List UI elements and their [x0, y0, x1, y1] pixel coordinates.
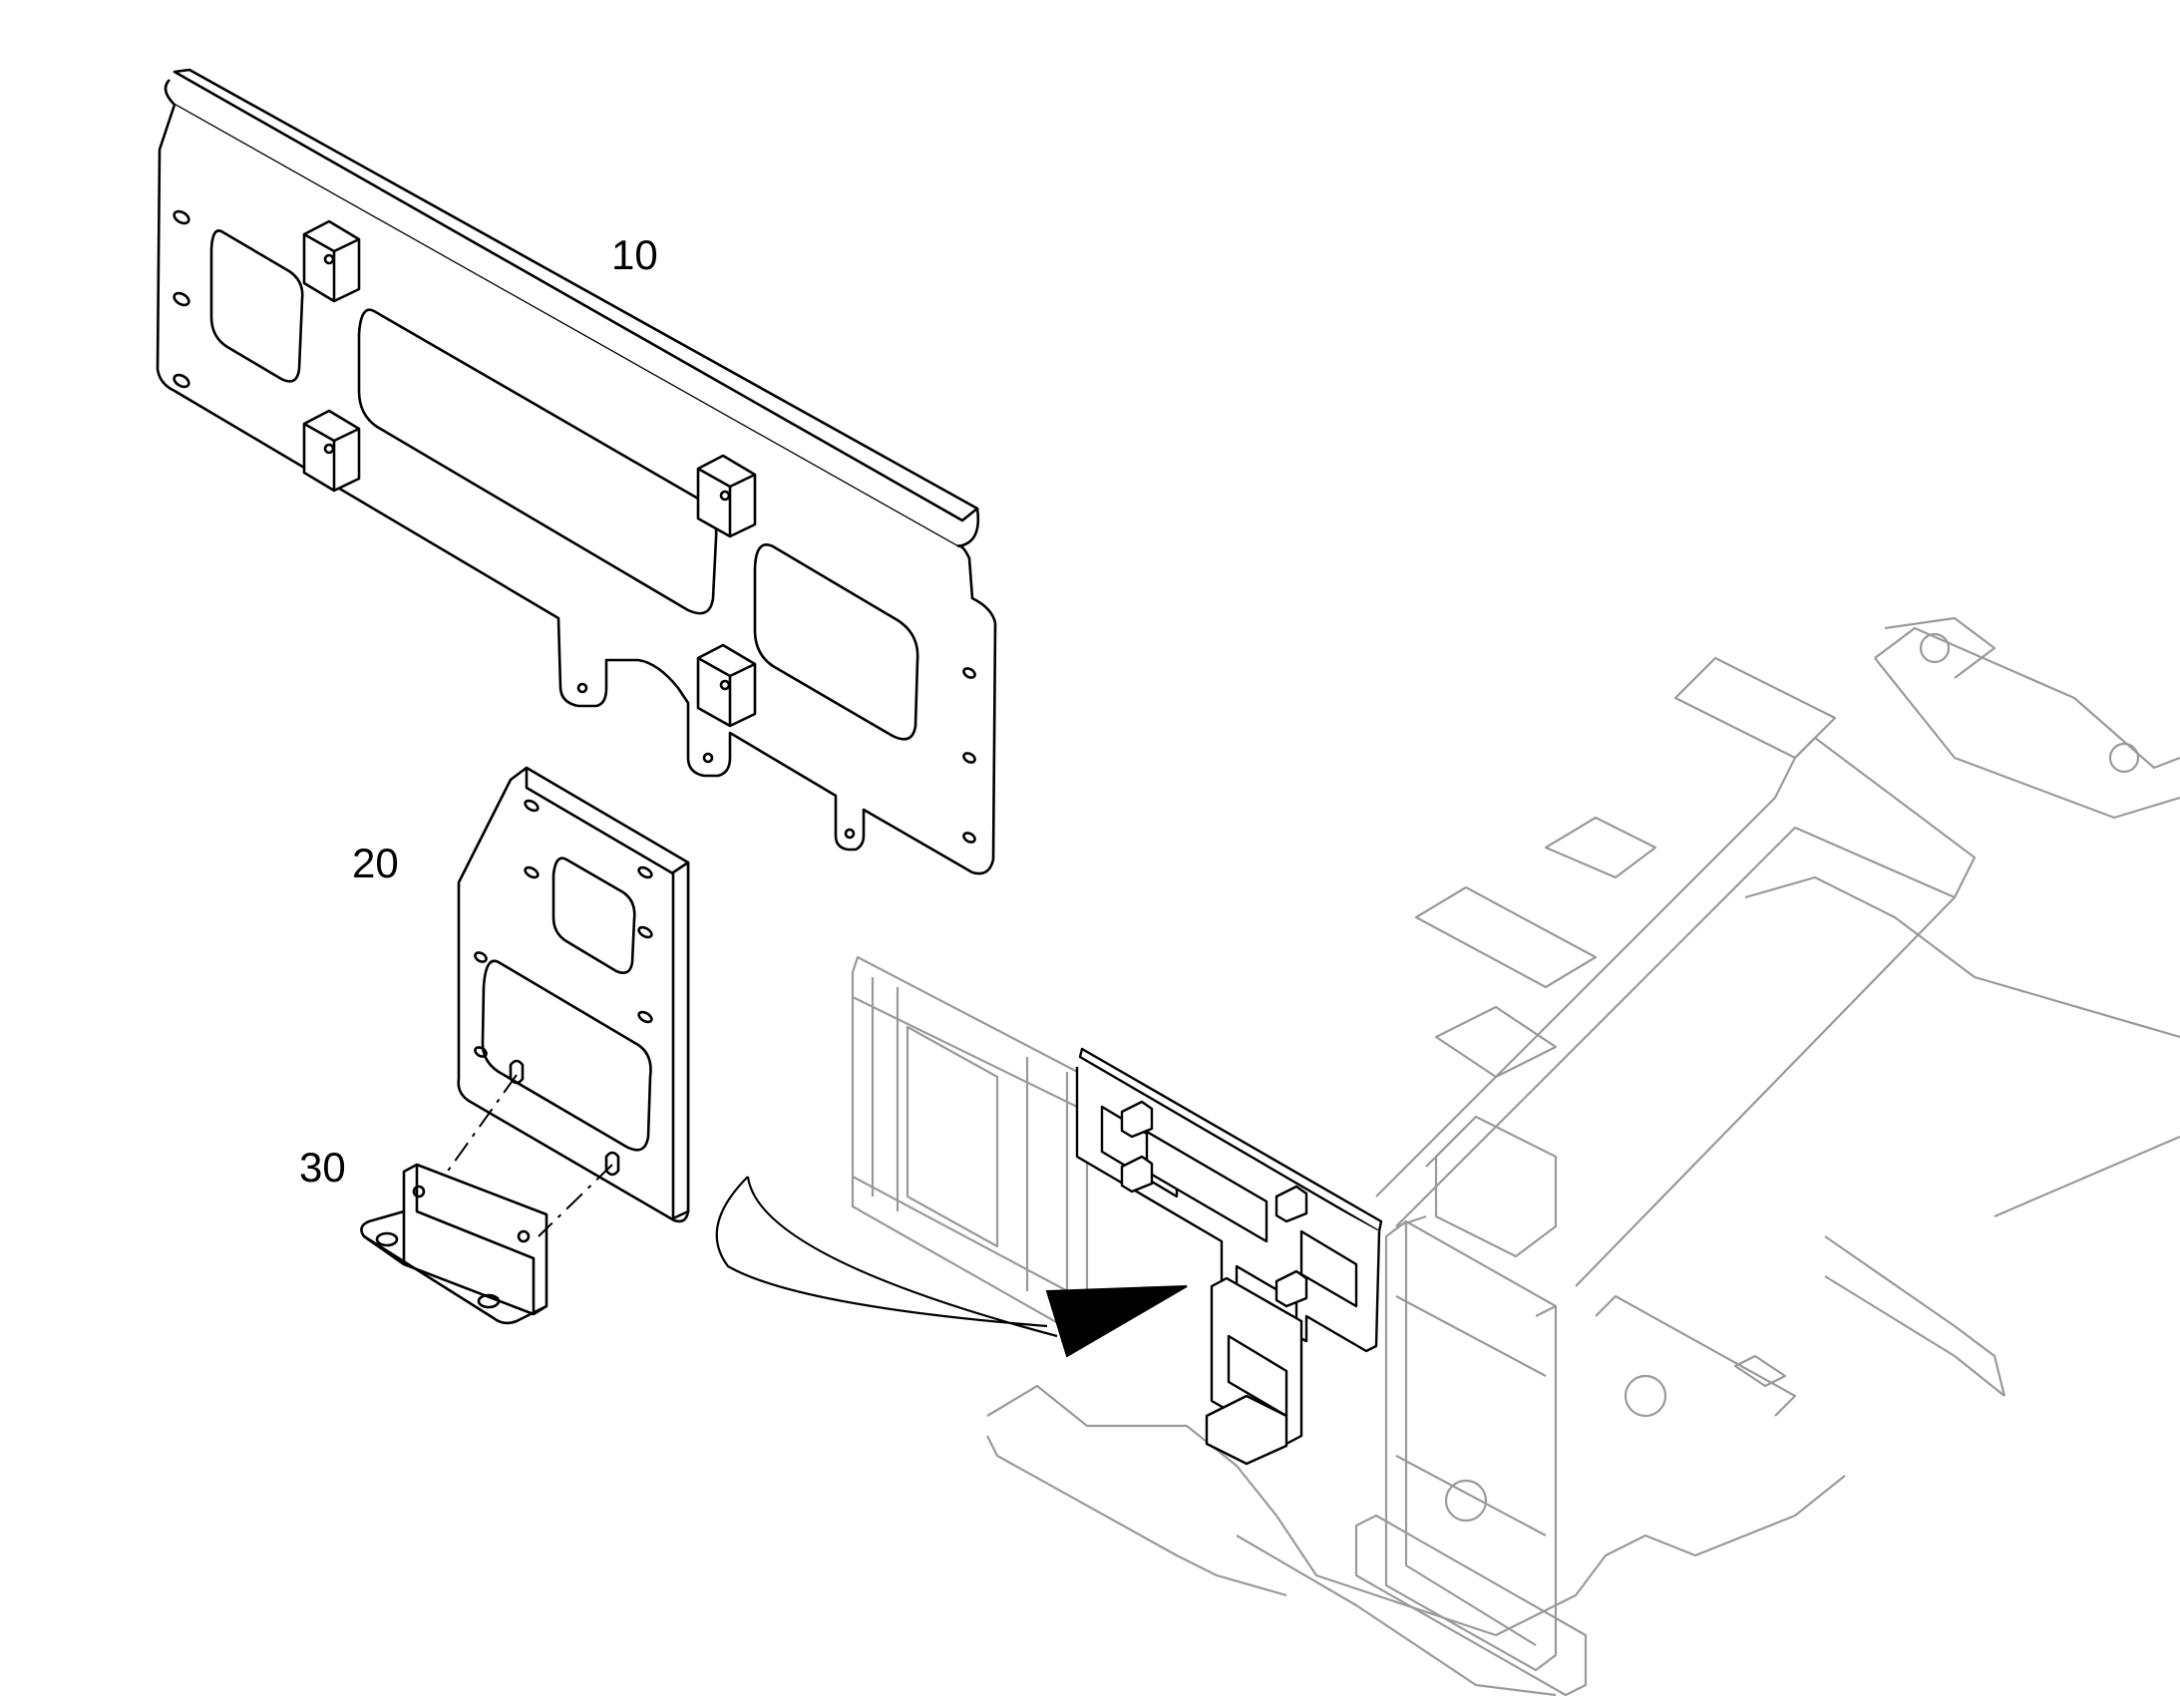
part-20-bracket-plate [457, 766, 690, 1223]
part-30-angle-bracket [360, 1163, 548, 1325]
machine-frame-context [851, 616, 2180, 1697]
callout-30: 30 [299, 1144, 346, 1191]
alignment-lines [443, 1074, 613, 1237]
mounting-blocks [302, 219, 757, 728]
callout-20: 20 [352, 840, 399, 886]
part-10-mounting-plate [156, 68, 997, 875]
callout-10: 10 [611, 231, 658, 278]
plate-slots [173, 209, 976, 844]
installation-pointer-arrow [715, 1176, 1188, 1358]
installed-assembly [1075, 1047, 1383, 1466]
bracket-slots [474, 799, 653, 1177]
